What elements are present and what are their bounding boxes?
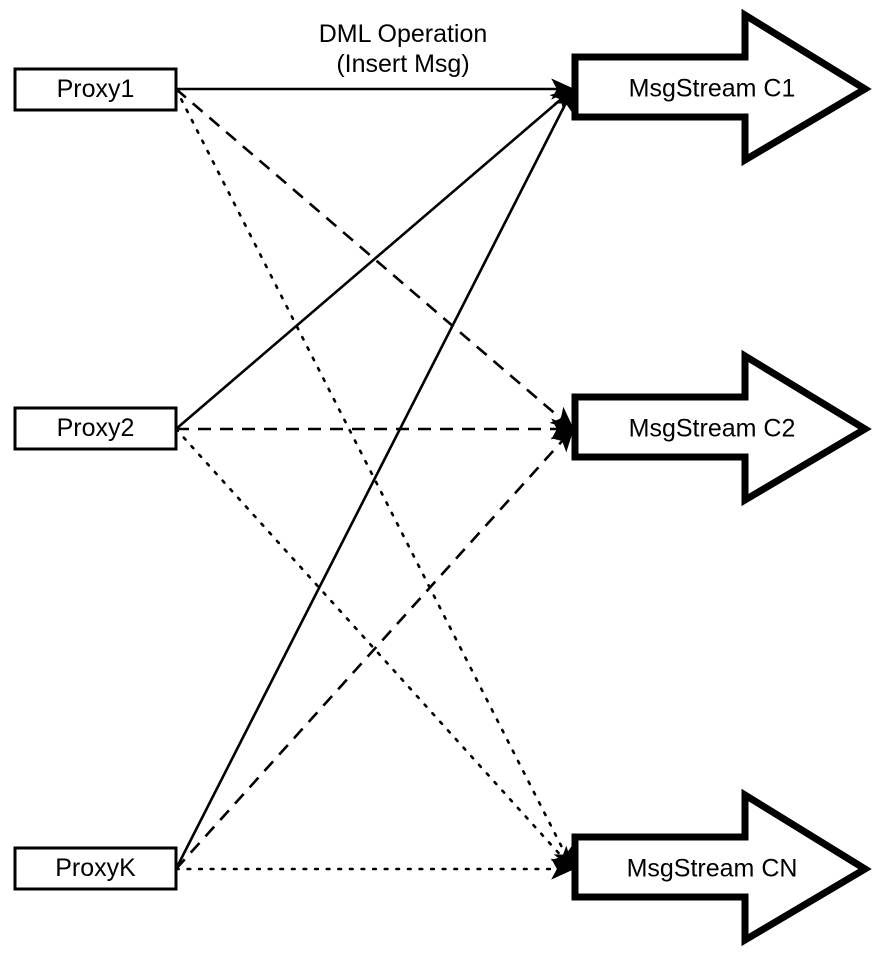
proxy-label-proxy1: Proxy1 [57,75,135,103]
dml-operation-label-line2: (Insert Msg) [336,50,469,78]
edge-proxy2-c1-line[interactable] [175,87,575,430]
proxy-node-proxy2[interactable]: Proxy2 [13,406,178,451]
streams-layer: MsgStream C1 MsgStream C2 MsgStream CN [571,8,872,947]
stream-arrow-shape-stream_c2[interactable] [571,349,872,507]
proxy-node-proxy1[interactable]: Proxy1 [13,67,178,112]
stream-label-stream_c2: MsgStream C2 [629,415,796,443]
edge-proxyk-c1-line[interactable] [174,87,575,870]
edges-layer [174,78,575,880]
proxy-label-proxy2: Proxy2 [57,414,135,442]
dml-operation-label-line1: DML Operation [319,20,488,48]
stream-label-stream_c1: MsgStream C1 [629,75,796,103]
stream-arrow-shape-stream_cn[interactable] [571,788,872,947]
proxy-node-proxyk[interactable]: ProxyK [13,846,178,891]
stream-node-stream_cn[interactable]: MsgStream CN [571,788,872,947]
stream-node-stream_c2[interactable]: MsgStream C2 [571,349,872,507]
proxy-box-proxy1[interactable] [13,67,178,112]
stream-node-stream_c1[interactable]: MsgStream C1 [571,8,872,167]
proxy-box-proxy2[interactable] [13,406,178,451]
edge-proxyk-c2[interactable] [175,427,575,870]
stream-label-stream_cn: MsgStream CN [627,855,798,883]
stream-arrow-shape-stream_c1[interactable] [571,8,872,167]
edge-proxyk-c1[interactable] [174,87,575,870]
proxy-box-proxyk[interactable] [13,846,178,891]
edge-proxy2-c1[interactable] [175,87,575,430]
proxy-label-proxyk: ProxyK [55,854,136,882]
edge-proxyk-c2-line[interactable] [175,427,575,870]
